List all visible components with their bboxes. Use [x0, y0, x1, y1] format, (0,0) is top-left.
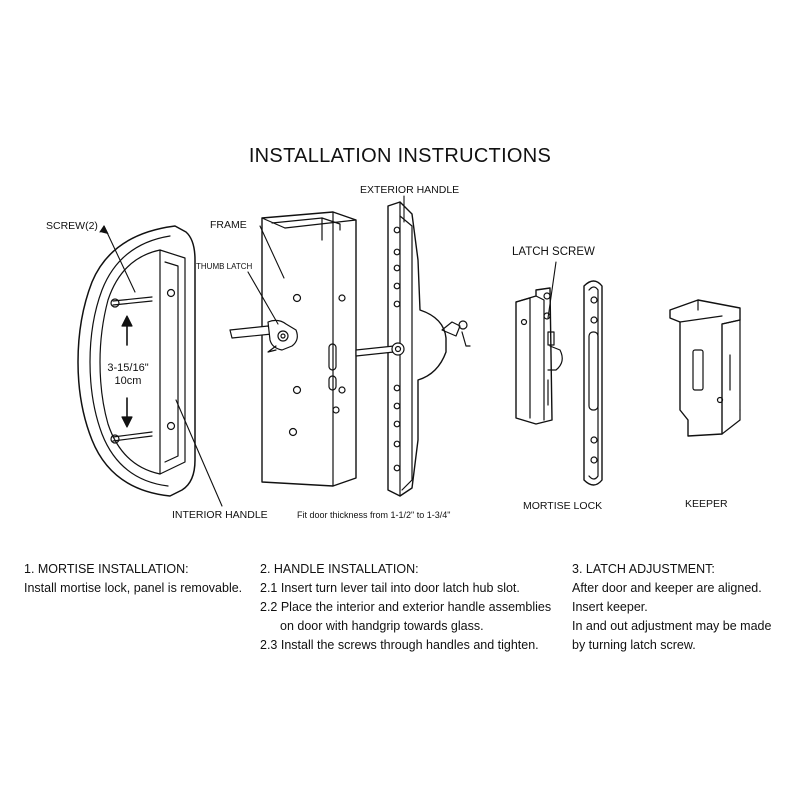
step-line: In and out adjustment may be made — [572, 619, 772, 633]
keeper-label: KEEPER — [685, 498, 728, 510]
frame-label: FRAME — [210, 219, 247, 231]
step-heading: 1. MORTISE INSTALLATION: — [24, 562, 189, 576]
exterior-handle-label: EXTERIOR HANDLE — [360, 184, 460, 196]
dimension-label: 3-15/16" 10cm — [100, 362, 156, 388]
latch-screw-label: LATCH SCREW — [512, 246, 595, 258]
step-heading: 3. LATCH ADJUSTMENT: — [572, 562, 715, 576]
step-line: Insert keeper. — [572, 600, 648, 614]
step-line: Install mortise lock, panel is removable… — [24, 581, 243, 595]
step-latch-adjustment: 3. LATCH ADJUSTMENT: After door and keep… — [572, 560, 771, 655]
frame-drawing — [229, 211, 357, 487]
step-heading: 2. HANDLE INSTALLATION: — [260, 562, 419, 576]
dimension-imperial: 3-15/16" — [107, 362, 149, 374]
exterior-handle-drawing — [355, 201, 471, 497]
step-line: 2.3 Install the screws through handles a… — [260, 638, 539, 652]
step-line: 2.1 Insert turn lever tail into door lat… — [260, 581, 520, 595]
screw-label: SCREW(2) — [46, 220, 98, 232]
thumb-latch-label: THUMB LATCH — [196, 262, 253, 271]
door-thickness-note: Fit door thickness from 1-1/2" to 1-3/4" — [297, 510, 451, 520]
interior-handle-drawing — [77, 225, 196, 497]
step-line: by turning latch screw. — [572, 638, 696, 652]
mortise-lock-label: MORTISE LOCK — [523, 500, 603, 512]
step-handle-installation: 2. HANDLE INSTALLATION: 2.1 Insert turn … — [260, 560, 551, 655]
step-line: After door and keeper are aligned. — [572, 581, 762, 595]
installation-diagram — [77, 195, 741, 507]
step-line: on door with handgrip towards glass. — [280, 619, 484, 633]
keeper-drawing — [669, 299, 741, 437]
dimension-metric: 10cm — [114, 375, 142, 387]
step-mortise-installation: 1. MORTISE INSTALLATION: Install mortise… — [24, 560, 242, 598]
page-title: INSTALLATION INSTRUCTIONS — [248, 145, 552, 167]
interior-handle-label: INTERIOR HANDLE — [172, 509, 268, 521]
step-line: 2.2 Place the interior and exterior hand… — [260, 600, 552, 614]
leader-lines — [99, 195, 557, 507]
mortise-lock-drawing — [515, 280, 603, 486]
